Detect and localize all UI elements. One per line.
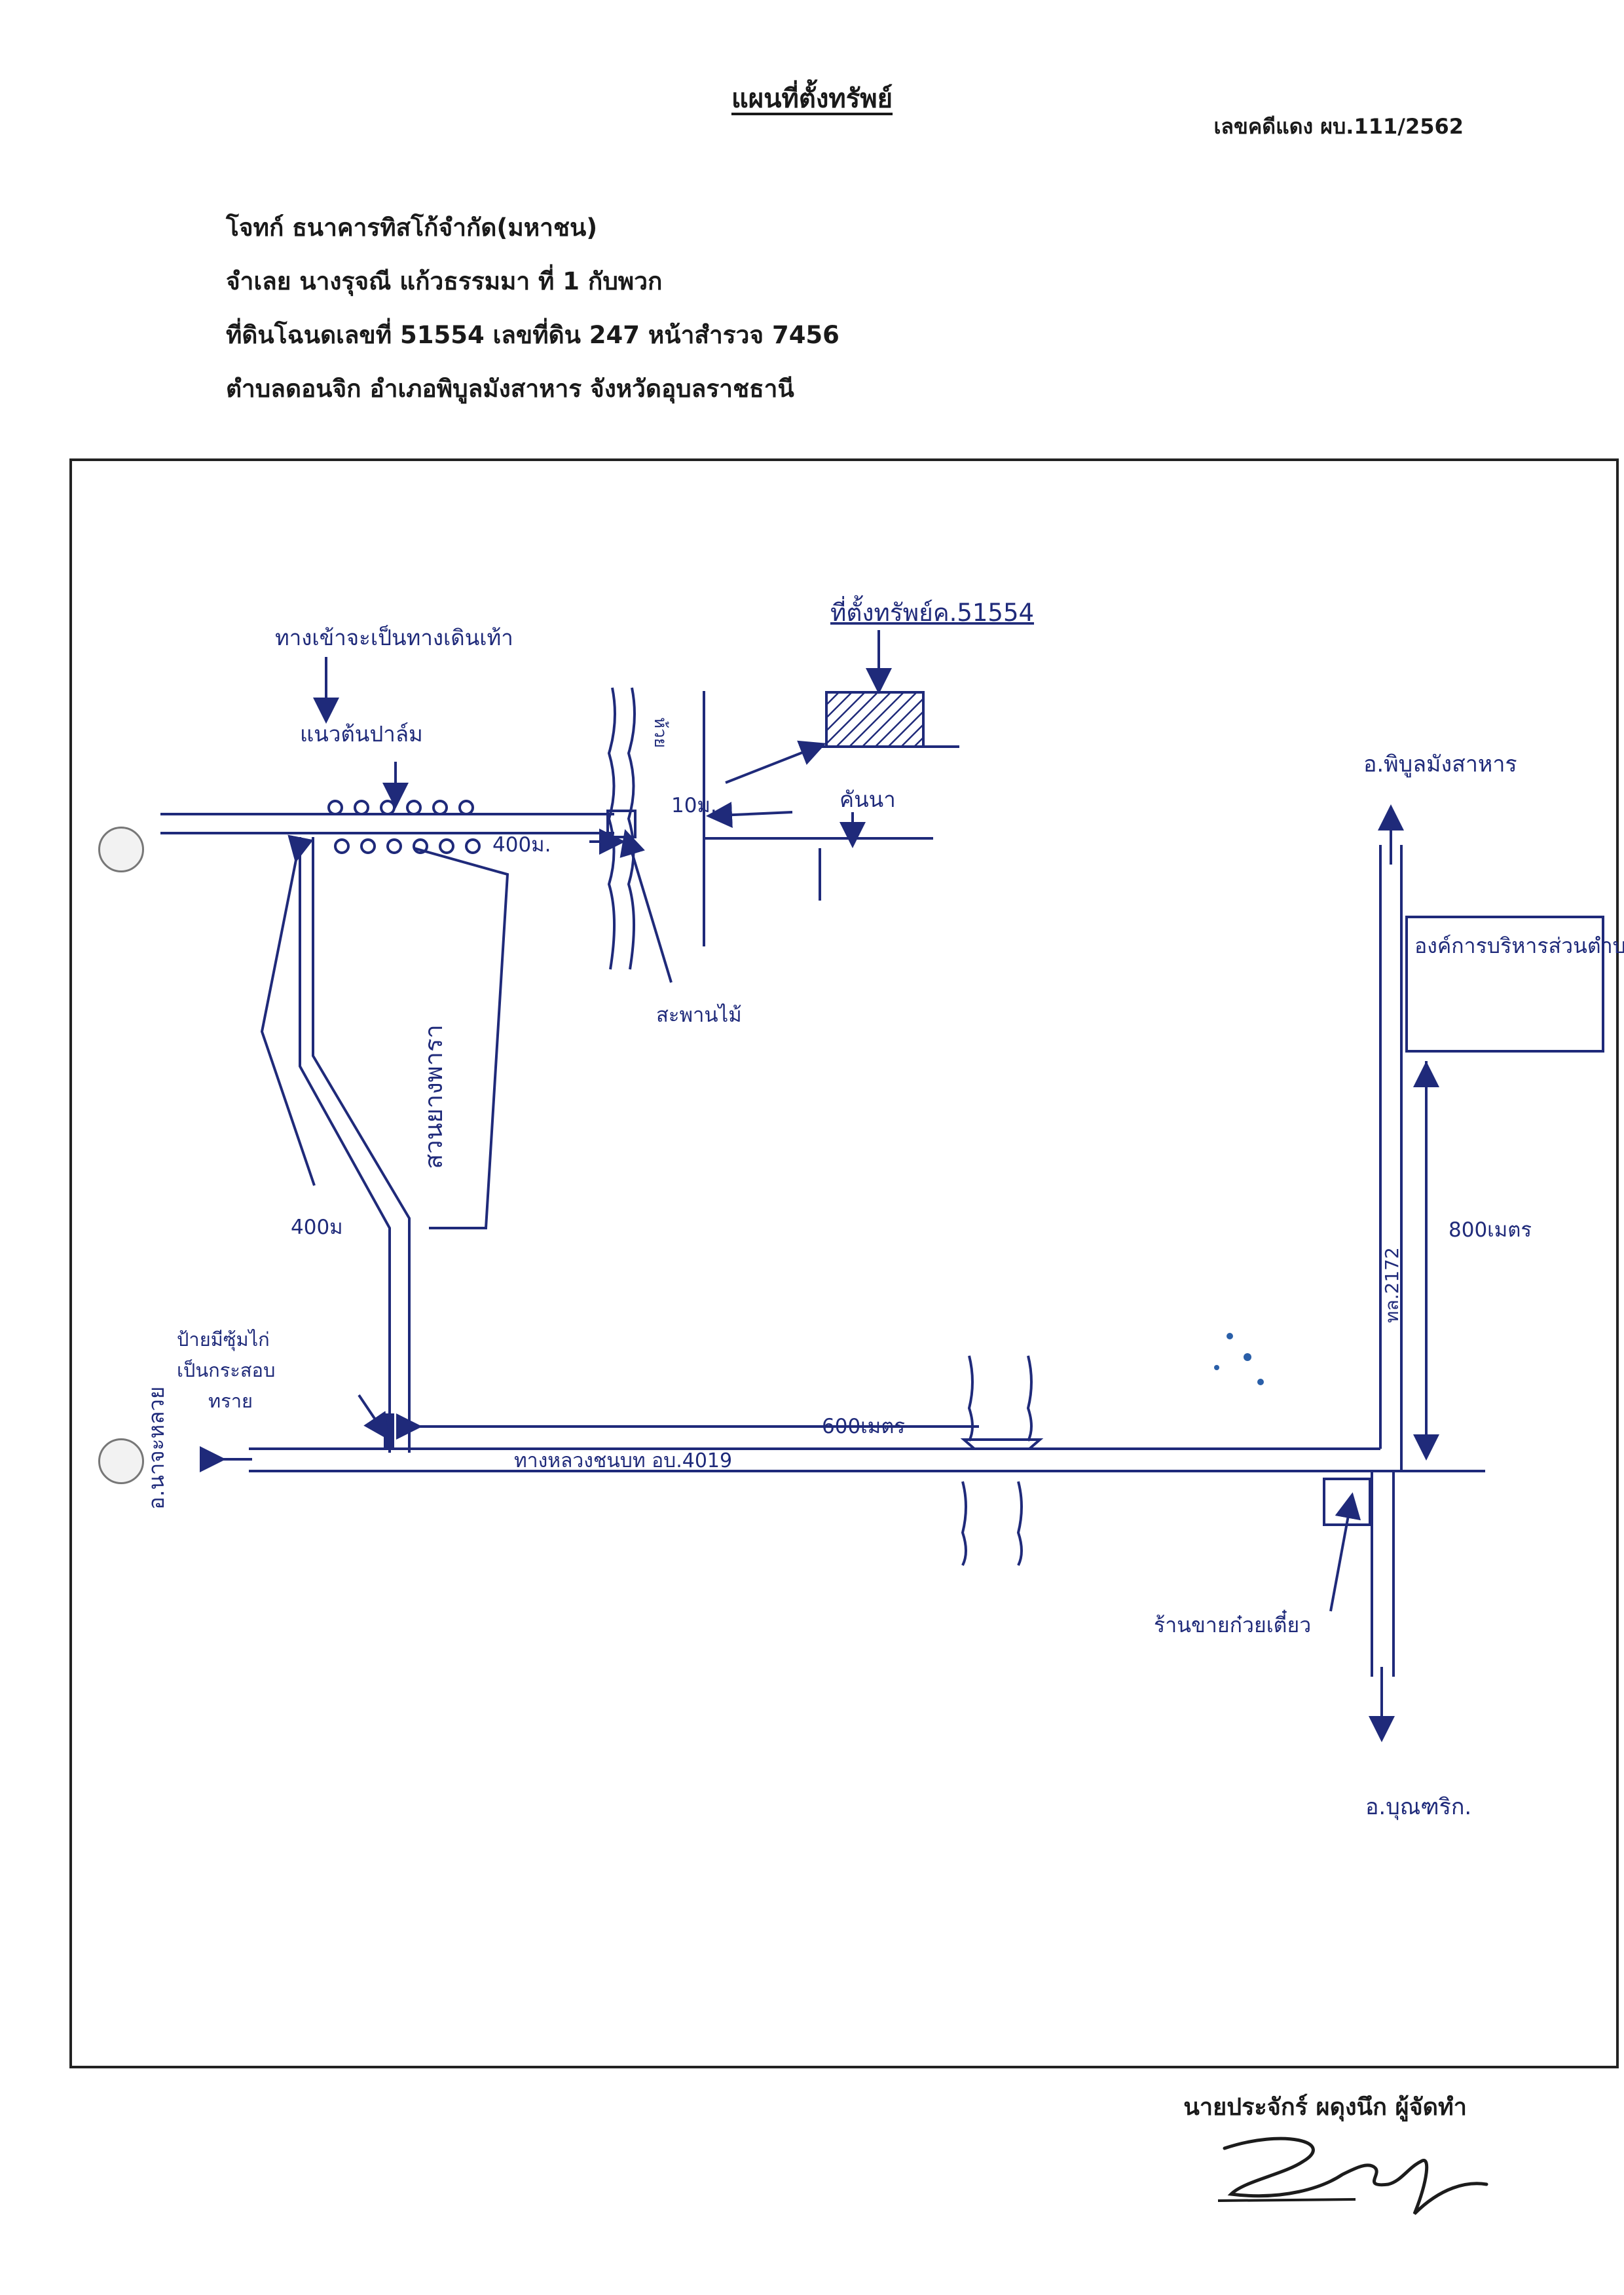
rubber-plantation-boundary bbox=[413, 847, 509, 1229]
dike-arrow-icon bbox=[706, 802, 793, 829]
distance-600m-label: 600เมตร bbox=[822, 1415, 905, 1438]
sign-note-line-3: ทราย bbox=[208, 1390, 253, 1412]
dike-label: คันนา bbox=[840, 787, 896, 812]
culvert-icon bbox=[960, 1355, 1044, 1566]
to-phibun-label: อ.พิบูลมังสาหาร bbox=[1363, 751, 1517, 777]
distance-10m-label: 10ม. bbox=[671, 794, 717, 817]
stream-label: ห้วย bbox=[650, 717, 670, 748]
sao-office-box bbox=[1405, 916, 1604, 1053]
sao-office-text: องค์การบริหารส่วนตำบลดอนจิก bbox=[1414, 933, 1624, 958]
distance-800m-label: 800เมตร bbox=[1449, 1218, 1532, 1242]
sign-note-line-1: ป้ายมีซุ้มไก่ bbox=[177, 1328, 270, 1351]
distance-400m-left-label: 400ม bbox=[291, 1216, 343, 1239]
footpath-road bbox=[160, 813, 614, 834]
10m-arrow-icon bbox=[725, 740, 826, 784]
highway-label: ทล.2172 bbox=[1381, 1247, 1403, 1323]
palm-row-label: แนวต้นปาล์ม bbox=[300, 721, 423, 747]
stream bbox=[607, 687, 636, 970]
shop-arrow-icon bbox=[1329, 1492, 1361, 1612]
rural-road-4019 bbox=[200, 1446, 1485, 1472]
distance-400m-top-label: 400ม. bbox=[492, 833, 551, 857]
property-marker-icon bbox=[825, 691, 925, 748]
punch-hole-top bbox=[98, 827, 144, 872]
rural-road-label: ทางหลวงชนบท อบ.4019 bbox=[514, 1449, 732, 1472]
preparer-line: นายประจักร์ ผดุงนึก ผู้จัดทำ bbox=[1183, 2094, 1467, 2121]
sign-note-line-2: เป็นกระสอบ bbox=[177, 1358, 275, 1381]
to-nachaluai-label: อ.นาจะหลวย bbox=[143, 1387, 169, 1510]
highway-2172 bbox=[1369, 804, 1404, 1742]
signature-image bbox=[1217, 2136, 1488, 2215]
sign-post-icon bbox=[384, 1413, 394, 1450]
map-frame bbox=[69, 458, 1619, 2068]
land-deed-line: ที่ดินโฉนดเลขที่ 51554 เลขที่ดิน 247 หน้… bbox=[226, 321, 840, 349]
ink-spots bbox=[1214, 1333, 1264, 1385]
defendant-line: จำเลย นางรุจณี แก้วธรรมมา ที่ 1 กับพวก bbox=[226, 267, 663, 295]
access-road bbox=[299, 837, 411, 1453]
document-title: แผนที่ตั้งทรัพย์ bbox=[731, 84, 893, 114]
noodle-shop-label: ร้านขายก๋วยเตี๋ยว bbox=[1154, 1609, 1311, 1637]
palm-row-icons bbox=[327, 800, 481, 854]
to-buntharik-label: อ.บุณฑริก. bbox=[1365, 1794, 1471, 1820]
property-location-label: ที่ตั้งทรัพย์ค.51554 bbox=[830, 595, 1034, 627]
location-line: ตำบลดอนจิก อำเภอพิบูลมังสาหาร จังหวัดอุบ… bbox=[226, 375, 794, 403]
sign-arrow-icon bbox=[358, 1394, 390, 1440]
400m-left-dimension bbox=[260, 834, 316, 1186]
plaintiff-line: โจทก์ ธนาคารทิสโก้จำกัด(มหาชน) bbox=[226, 214, 598, 242]
punch-hole-bottom bbox=[98, 1438, 144, 1484]
bridge-arrow-icon bbox=[619, 829, 673, 983]
rubber-plantation-label: สวนยางพารา bbox=[419, 1024, 448, 1169]
footpath-note-label: ทางเข้าจะเป็นทางเดินเท้า bbox=[275, 625, 513, 650]
case-number: เลขคดีแดง ผบ.111/2562 bbox=[1213, 114, 1464, 139]
sao-office-label: องค์การบริหารส่วนตำบลดอนจิก bbox=[1414, 933, 1624, 958]
wood-bridge-label: สะพานไม้ bbox=[656, 1003, 742, 1027]
